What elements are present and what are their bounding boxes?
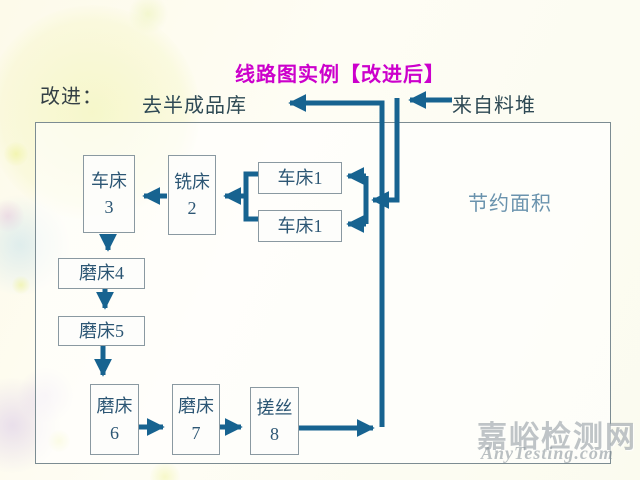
caption-improved: 改进： [40,86,103,108]
decoration-circle [128,0,168,34]
box-grinder-7: 磨床 7 [172,384,220,455]
decoration-circle [150,462,180,480]
label-from-material-pile: 来自料堆 [452,95,536,117]
decoration-circle [4,142,28,166]
box-lathe-1-bottom: 车床1 [258,210,342,242]
box-grinder-6: 磨床 6 [90,384,139,455]
watermark-site-url: AnyTesting.com [481,443,614,463]
box-lathe-3: 车床 3 [83,155,135,233]
slide-title: 线路图实例【改进后】 [235,64,445,86]
box-grinder-4: 磨床4 [58,258,145,289]
decoration-circle [12,276,30,294]
box-thread-rolling-8: 搓丝 8 [250,387,299,455]
label-saved-area: 节约面积 [468,193,552,215]
box-mill-2: 铣床 2 [168,155,216,235]
box-grinder-5: 磨床5 [58,316,145,346]
watermark-site-name: 嘉峪检测网 [477,421,637,454]
decoration-circle [0,200,24,232]
box-lathe-1-top: 车床1 [258,162,342,194]
label-to-semifinished-warehouse: 去半成品库 [142,95,247,117]
